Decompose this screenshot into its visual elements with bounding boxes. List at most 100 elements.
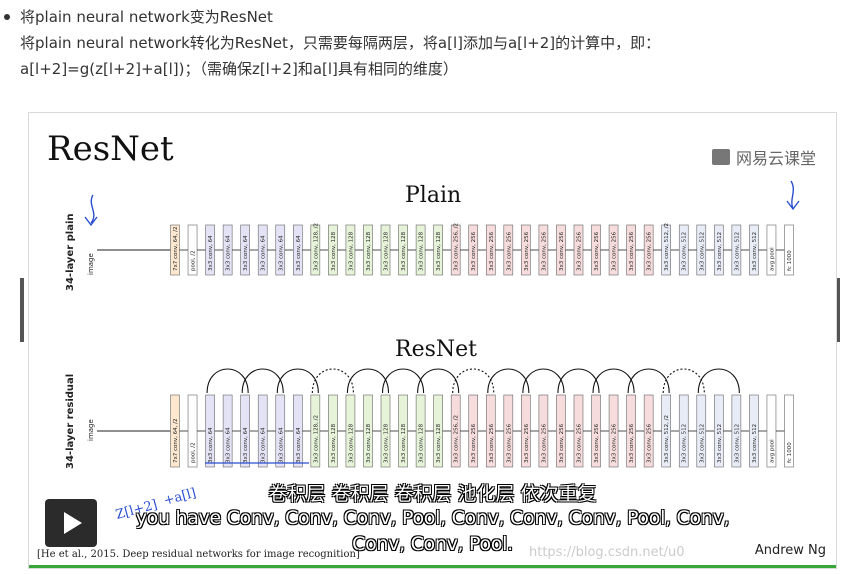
resnet-skip-connection [557,368,600,394]
resnet-layer-label: 3x3 conv, 256, /2 [454,415,460,463]
resnet-layer-label: 3x3 conv, 128 [401,423,407,463]
resnet-layer-label: 3x3 conv, 128 [384,423,390,463]
resnet-skip-connection [592,368,635,394]
plain-layer-label: 3x3 conv, 512 [734,232,740,271]
plain-layer-label: 3x3 conv, 256 [471,231,477,271]
plain-layer-label: 3x3 conv, 512 [682,232,688,271]
plain-layer-label: 3x3 conv, 64 [261,235,267,271]
video-progress-bar[interactable] [29,565,836,568]
resnet-layer-label: 3x3 conv, 128 [331,423,337,463]
video-player[interactable]: ResNet 网易云课堂 Plain ResNet 34-layer plain… [28,112,837,569]
resnet-layer-label: 3x3 conv, 256 [524,423,530,463]
resnet-skip-connection [346,368,390,394]
plain-title: Plain [405,183,462,208]
plain-layer-label: 3x3 conv, 256 [559,231,565,271]
resnet-layer-label: 3x3 conv, 128 [348,423,354,463]
bullet-heading: 将plain neural network变为ResNet [20,8,273,26]
resnet-layer-label: 3x3 conv, 512 [682,424,688,463]
plain-layer-label: 3x3 conv, 128 [401,231,407,271]
plain-layer-label: 3x3 conv, 128 [348,231,354,271]
plain-layer-label: 3x3 conv, 256 [629,231,635,271]
plain-layer-label: 3x3 conv, 64 [226,235,232,271]
resnet-layer-label: 3x3 conv, 128 [419,423,425,463]
plain-layer-label: 3x3 conv, 256 [506,231,512,271]
plain-layer-label: 3x3 conv, 256 [647,231,653,271]
resnet-layer-label: 3x3 conv, 256 [612,423,618,463]
resnet-skip-connection [241,368,284,394]
resnet-layer-box [784,394,794,468]
resnet-layer-label: 3x3 conv, 256 [576,423,582,463]
plain-layer-label: 3x3 conv, 128 [419,231,425,271]
resnet-layer-label: 3x3 conv, 512 [734,424,740,463]
resnet-skip-connection [662,368,705,394]
plain-layer-label: 3x3 conv, 512 [717,232,723,271]
resnet-skip-connection [311,368,354,394]
resnet-skip-connection [522,368,565,394]
brand-name: 网易云课堂 [735,149,816,168]
plain-layer-label: 3x3 conv, 256 [541,231,547,271]
play-button[interactable] [45,499,97,547]
resnet-layer-label: 3x3 conv, 256 [506,423,512,463]
hand-arrow-right [786,180,800,211]
resnet-layer-label: 7x7 conv, 64, /2 [173,419,179,463]
resnet-layer-label: pool, /2 [191,442,197,463]
plain-layer-label: 3x3 conv, 64 [243,235,249,271]
resnet-layer-label: 3x3 conv, 256 [489,423,495,463]
brand-logo: 网易云课堂 [711,145,816,169]
resnet-layer-label: 3x3 conv, 64 [208,427,214,463]
resnet-layer-label: 3x3 conv, 512 [699,424,705,463]
resnet-skip-connection [487,368,530,394]
citation: [He et al., 2015. Deep residual networks… [37,549,360,560]
plain-layer-label: 3x3 conv, 256 [524,231,530,271]
resnet-layer-label: 3x3 conv, 128 [436,423,442,463]
resnet-layer-label: fc 1000 [787,442,793,463]
resnet-skip-connection [381,368,425,394]
plain-layer-label: 3x3 conv, 128 [366,231,372,271]
resnet-layer-label: 3x3 conv, 64 [296,427,302,463]
left-scroll-handle[interactable] [20,278,24,342]
resnet-layer-label: 3x3 conv, 512, /2 [664,415,670,463]
plain-layer-label: 3x3 conv, 256 [594,231,600,271]
plain-layer-label: 7x7 conv, 64, /2 [173,227,179,271]
plain-layer-label: 3x3 conv, 256 [489,231,495,271]
resnet-layer-label: 3x3 conv, 64 [278,427,284,463]
plain-layer-label: 3x3 conv, 128, /2 [313,223,319,271]
plain-layer-box [784,224,794,276]
plain-layer-label: 3x3 conv, 512 [699,232,705,271]
plain-layer-label: 3x3 conv, 64 [296,235,302,271]
plain-layer-label: 3x3 conv, 128 [331,231,337,271]
resnet-layer-label: 3x3 conv, 256 [629,423,635,463]
resnet-layer-label: 3x3 conv, 64 [243,427,249,463]
resnet-skip-connection [697,368,740,394]
resnet-layer-label: 3x3 conv, 256 [471,423,477,463]
resnet-layer-label: 3x3 conv, 256 [559,423,565,463]
plain-layer-label: 3x3 conv, 512, /2 [664,223,670,271]
resnet-layer-label: 3x3 conv, 256 [594,423,600,463]
notes-line-3: a[l+2]=g(z[l+2]+a[l])；（需确保z[l+2]和a[l]具有相… [20,60,458,78]
hand-arrow-left [84,194,98,227]
bullet-icon [4,14,10,20]
right-scroll-handle[interactable] [836,278,840,342]
resnet-layer-label: avg pool [769,439,775,463]
plain-layer-label: 3x3 conv, 256, /2 [454,223,460,271]
subtitle-chinese: 卷积层 卷积层 卷积层 池化层 依次重复 [268,483,597,505]
brand-icon [711,149,730,165]
plain-layer-label: 3x3 conv, 64 [208,235,214,271]
plain-layer-label: fc 1000 [787,250,793,271]
resnet-layer-label: 3x3 conv, 512 [752,424,758,463]
resnet-layer-label: 3x3 conv, 256 [647,423,653,463]
plain-layer-label: 3x3 conv, 128 [436,231,442,271]
author-name: Andrew Ng [754,543,826,558]
plain-layer-label: 3x3 conv, 512 [752,232,758,271]
plain-layer-label: 3x3 conv, 256 [576,231,582,271]
subtitle-english-1: you have Conv, Conv, Conv, Pool, Conv, C… [135,507,730,529]
resnet-layer-label: 3x3 conv, 128, /2 [313,415,319,463]
slide-title: ResNet [47,129,174,169]
resnet-skip-connection [206,368,249,394]
resnet-skip-connection [627,368,670,394]
resnet-layer-label: 3x3 conv, 64 [261,427,267,463]
subtitle-english-2: Conv, Conv, Pool. [352,533,513,555]
resnet-layer-label: 3x3 conv, 256 [541,423,547,463]
resnet-skip-connection [452,368,495,394]
resnet-title: ResNet [395,337,477,362]
